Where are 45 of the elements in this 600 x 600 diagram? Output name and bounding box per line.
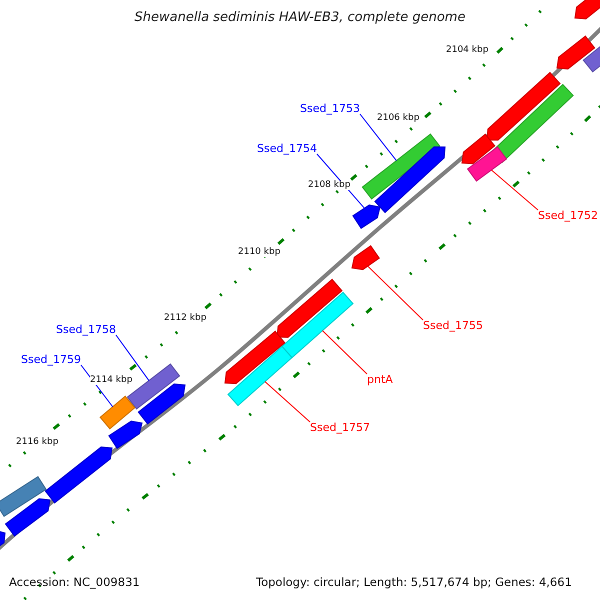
gene-block (281, 292, 354, 358)
gene-label: Ssed_1752 (538, 210, 598, 221)
gene-block (491, 84, 574, 164)
leader-line (322, 330, 368, 374)
gene-label: Ssed_1759 (21, 354, 81, 365)
title: Shewanella sediminis HAW-EB3, complete genome (134, 11, 466, 24)
gene-block (44, 446, 113, 504)
leader-line (490, 170, 538, 210)
tick-label: 2114 kbp (90, 376, 132, 385)
gene-block (99, 396, 136, 430)
tick-label: 2108 kbp (308, 181, 350, 190)
gene-label: Ssed_1754 (257, 143, 317, 154)
footer-text: Topology: circular; Length: 5,517,674 bp; Genes: 4,661 (256, 577, 572, 588)
tick-label: 2104 kbp (446, 46, 488, 55)
leader-line (367, 266, 424, 320)
tick-label: 2116 kbp (16, 438, 58, 447)
tick-label: 2112 kbp (164, 314, 206, 323)
gene-block (466, 146, 508, 182)
leader-line (115, 334, 150, 382)
gene-block (276, 278, 343, 338)
gene-block (461, 134, 496, 164)
gene-block (374, 146, 446, 214)
gene-block (224, 330, 286, 384)
gene-block (574, 0, 600, 20)
tick-label: 2106 kbp (377, 114, 420, 123)
gene-block (556, 35, 596, 70)
gene-block (352, 204, 381, 229)
footer-text: Accession: NC_009831 (9, 577, 140, 588)
gene-block (486, 72, 561, 141)
gene-label: Ssed_1758 (56, 324, 116, 335)
gene-block (227, 346, 293, 406)
gene-block (351, 245, 380, 270)
gene-label: Ssed_1753 (300, 103, 360, 114)
leader-line (359, 114, 397, 162)
gene-label: pntA (367, 374, 393, 385)
gene-block (138, 384, 186, 425)
leader-line (264, 381, 310, 422)
gene-block (362, 133, 440, 200)
gene-block (4, 498, 51, 537)
tick-label: 2110 kbp (238, 248, 280, 257)
gene-block (108, 420, 143, 449)
gene-label: Ssed_1755 (423, 320, 483, 331)
gene-block (0, 530, 6, 549)
gene-label: Ssed_1757 (310, 422, 370, 433)
gene-block (0, 476, 47, 517)
